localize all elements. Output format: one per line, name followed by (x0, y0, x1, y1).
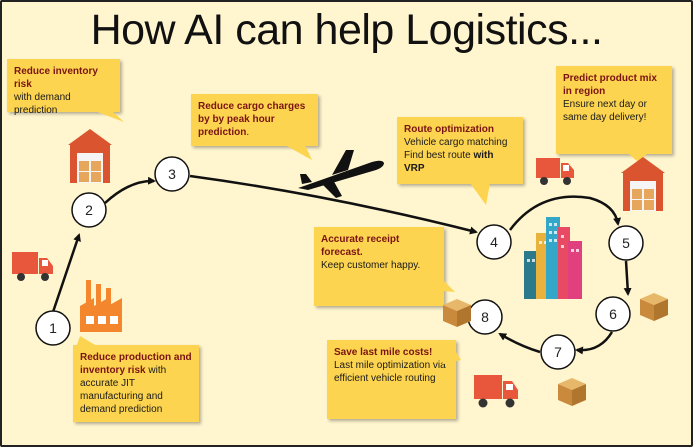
callout-route-optimization-heading: Route optimization (404, 124, 494, 135)
truck-icon (474, 375, 518, 408)
callout-tails (77, 111, 648, 365)
node-label-7: 7 (554, 344, 562, 360)
node-circle-5 (608, 225, 644, 261)
arrow-7-8 (498, 332, 541, 354)
node-circle-1 (35, 310, 71, 346)
factory-icon (80, 280, 122, 332)
callout-last-mile-heading: Save last mile costs! (334, 347, 433, 358)
tail-receipt-forecast (433, 280, 455, 292)
node-circle-3 (154, 156, 190, 192)
arrow-6-7 (575, 331, 614, 355)
tail-cargo-charges (285, 145, 312, 160)
node-label-6: 6 (609, 306, 617, 322)
node-label-8: 8 (481, 309, 489, 325)
node-label-1: 1 (49, 320, 57, 336)
callout-last-mile: Save last mile costs! Last mile optimiza… (327, 340, 456, 419)
truck-icon (536, 158, 574, 185)
node-label-4: 4 (490, 234, 498, 250)
box-icon (640, 293, 668, 321)
warehouse-icon (621, 157, 665, 211)
box-icon (558, 378, 586, 406)
arrow-3-4 (189, 174, 478, 235)
node-label-3: 3 (168, 166, 176, 182)
page-title: How AI can help Logistics... (90, 6, 603, 54)
callout-inventory-risk: Reduce inventory risk with demand predic… (7, 59, 120, 116)
arrow-4-5 (509, 195, 622, 231)
callout-product-mix: Predict product mix in region Ensure nex… (556, 66, 672, 154)
callout-route-optimization-line2-bold: with VRP (404, 150, 494, 174)
callout-production-risk-body: with accurate JIT manufacturing and dema… (80, 365, 167, 415)
callout-last-mile-body: Last mile optimization via efficient veh… (334, 360, 446, 384)
tail-inventory-risk (95, 111, 124, 122)
callout-cargo-charges-heading: Reduce cargo charges by by peak hour pre… (198, 101, 306, 138)
node-circles (35, 156, 644, 370)
warehouse-icon (68, 129, 112, 183)
callout-receipt-forecast-heading: Accurate receipt forecast. (321, 234, 400, 258)
tail-route-optimization (470, 183, 490, 205)
callout-product-mix-heading: Predict product mix in region (563, 73, 657, 97)
flow-arrows (51, 174, 632, 355)
callout-cargo-charges: Reduce cargo charges by by peak hour pre… (191, 94, 318, 146)
callout-route-optimization-line2: Find best route (404, 150, 474, 161)
arrow-1-2 (51, 233, 81, 313)
tail-production-risk (77, 336, 95, 345)
callout-production-risk-heading: Reduce production and inventory risk (80, 352, 192, 376)
truck-icon (12, 252, 53, 281)
airplane-icon (298, 150, 384, 198)
arrow-5-6 (623, 260, 632, 296)
callout-route-optimization-line1: Vehicle cargo matching (404, 137, 508, 148)
node-label-2: 2 (85, 202, 93, 218)
callout-product-mix-body: Ensure next day or same day delivery! (563, 99, 647, 123)
node-circle-2 (71, 192, 107, 228)
callout-inventory-risk-body: with demand prediction (14, 92, 71, 116)
callout-receipt-forecast: Accurate receipt forecast. Keep customer… (314, 227, 444, 306)
node-circle-7 (540, 334, 576, 370)
node-circle-6 (595, 296, 631, 332)
box-icon (443, 299, 471, 327)
arrow-2-3 (104, 176, 156, 204)
callout-receipt-forecast-body: Keep customer happy. (321, 260, 421, 271)
node-circle-4 (476, 224, 512, 260)
callout-cargo-charges-tail: . (246, 127, 250, 138)
node-label-5: 5 (622, 235, 630, 251)
tail-last-mile (440, 352, 461, 365)
tail-product-mix (628, 153, 648, 162)
callout-production-risk: Reduce production and inventory risk wit… (73, 345, 199, 422)
city-icon (524, 217, 582, 299)
callout-route-optimization: Route optimization Vehicle cargo matchin… (397, 117, 523, 184)
callout-inventory-risk-heading: Reduce inventory risk (14, 66, 98, 90)
